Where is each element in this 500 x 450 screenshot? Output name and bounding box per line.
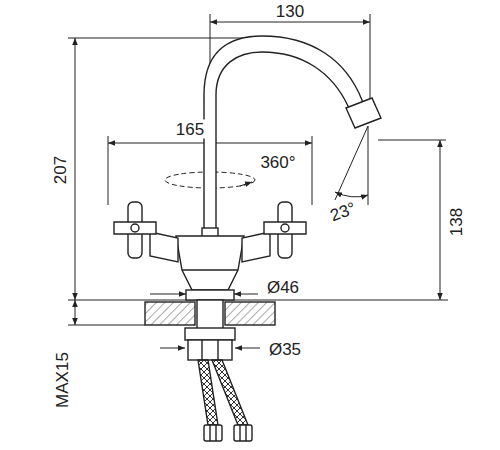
- angle-label: 360°: [258, 153, 297, 172]
- dimension-label: 207: [51, 154, 70, 186]
- diameter-label: Ø35: [267, 340, 303, 359]
- diameter-label: Ø46: [265, 278, 301, 297]
- angle-label: 23°: [326, 198, 360, 226]
- dimension-label: 165: [174, 120, 206, 139]
- dimension-label: 130: [274, 2, 306, 21]
- dimension-label: 138: [447, 206, 466, 238]
- dimension-label: MAX15: [53, 350, 72, 410]
